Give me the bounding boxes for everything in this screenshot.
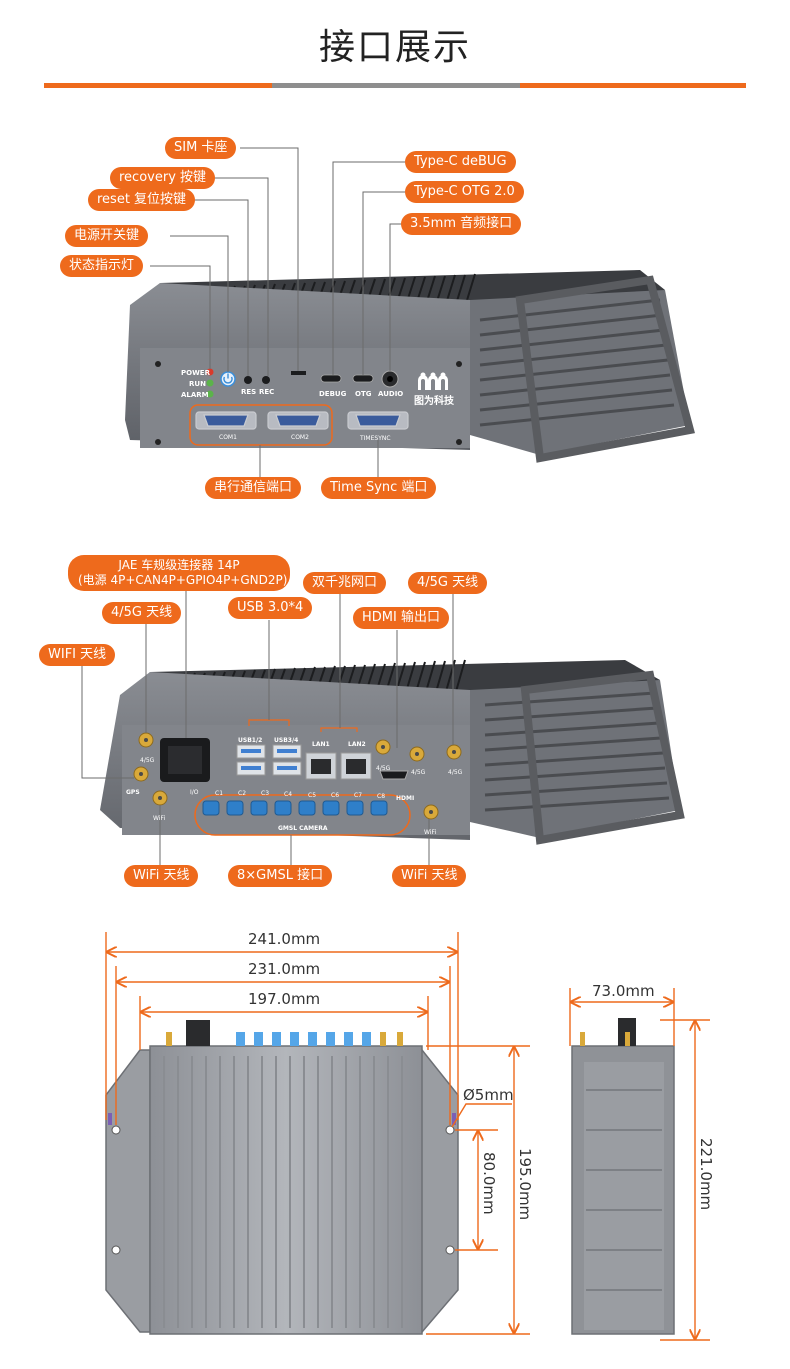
silk-4g-c: 4/5G — [448, 769, 463, 776]
label-wifi-antenna-right: WiFi 天线 — [392, 865, 467, 887]
label-timesync-port: Time Sync 端口 — [321, 477, 437, 499]
silk-c3: C3 — [261, 790, 269, 797]
silk-debug: DEBUG — [319, 390, 347, 398]
power-led — [206, 368, 214, 376]
silk-lan2: LAN2 — [348, 741, 366, 748]
silk-gmsl: GMSL CAMERA — [278, 825, 328, 832]
divider-right — [520, 83, 746, 88]
silk-wifi2: WiFi — [424, 829, 436, 836]
silk-alarm: ALARM — [181, 391, 209, 399]
label-recovery-button: recovery 按键 — [110, 167, 216, 189]
label-serial-ports: 串行通信端口 — [205, 477, 302, 499]
silk-gps: GPS — [126, 789, 140, 796]
label-status-leds: 状态指示灯 — [60, 255, 144, 277]
dim-hole: Ø5mm — [463, 1086, 514, 1104]
rear-view-illustration — [81, 586, 685, 865]
silk-com2: COM2 — [291, 434, 309, 441]
silk-usb12: USB1/2 — [238, 737, 262, 744]
silk-usb34: USB3/4 — [274, 737, 298, 744]
silk-4g-a: 4/5G — [376, 765, 391, 772]
silk-res: RES — [241, 388, 256, 396]
label-hdmi-output: HDMI 输出口 — [353, 607, 449, 629]
alarm-led — [206, 390, 214, 398]
dim-197: 197.0mm — [248, 990, 320, 1008]
label-sim-slot: SIM 卡座 — [165, 137, 237, 159]
silk-c8: C8 — [377, 793, 385, 800]
label-dual-lan: 双千兆网口 — [303, 572, 387, 594]
label-typec-debug: Type-C deBUG — [405, 151, 516, 173]
dim-195: 195.0mm — [516, 1148, 534, 1220]
silk-run: RUN — [189, 380, 206, 388]
label-4g-antenna-left: 4/5G 天线 — [102, 602, 182, 624]
label-audio-jack: 3.5mm 音频接口 — [401, 213, 522, 235]
label-power-button: 电源开关键 — [65, 225, 149, 247]
silk-c7: C7 — [354, 792, 362, 799]
silk-c4: C4 — [284, 791, 292, 798]
silk-wifi1: WiFi — [153, 815, 165, 822]
divider-mid — [272, 83, 520, 88]
silk-rec: REC — [259, 388, 274, 396]
silk-io: I/O — [190, 789, 199, 796]
front-view-illustration — [125, 147, 695, 477]
silk-otg: OTG — [355, 390, 372, 398]
silk-4g-left: 4/5G — [140, 757, 155, 764]
label-usb-ports: USB 3.0*4 — [228, 597, 313, 619]
divider-left — [44, 83, 272, 88]
silk-c5: C5 — [308, 792, 316, 799]
label-jae-line2: (电源 4P+CAN4P+GPIO4P+GND2P) — [78, 573, 288, 587]
label-typec-otg: Type-C OTG 2.0 — [405, 181, 524, 203]
silk-timesync: TIMESYNC — [359, 435, 391, 442]
silk-c2: C2 — [238, 790, 246, 797]
run-led — [206, 379, 214, 387]
silk-power: POWER — [181, 369, 211, 377]
silk-4g-b: 4/5G — [411, 769, 426, 776]
label-jae-line1: JAE 车规级连接器 14P — [118, 558, 240, 572]
dim-73: 73.0mm — [592, 982, 655, 1000]
label-jae-connector: JAE 车规级连接器 14P (电源 4P+CAN4P+GPIO4P+GND2P… — [68, 555, 290, 591]
silk-audio: AUDIO — [378, 390, 403, 398]
silk-c6: C6 — [331, 792, 339, 799]
label-4g-antenna-right: 4/5G 天线 — [408, 572, 488, 594]
silk-c1: C1 — [215, 790, 223, 797]
label-wifi-antenna-left: WiFi 天线 — [124, 865, 199, 887]
dim-231: 231.0mm — [248, 960, 320, 978]
page-title: 接口展示 — [318, 27, 471, 68]
label-reset-button: reset 复位按键 — [88, 189, 196, 211]
silk-hdmi: HDMI — [396, 795, 414, 802]
label-wifi-antenna-top: WIFI 天线 — [39, 644, 116, 666]
label-gmsl-ports: 8×GMSL 接口 — [228, 865, 333, 887]
silk-lan1: LAN1 — [312, 741, 330, 748]
dim-241: 241.0mm — [248, 930, 320, 948]
rear-silk-text: USB1/2 USB3/4 LAN1 LAN2 4/5G 4/5G 4/5G 4… — [126, 737, 463, 836]
silk-brand: 图为科技 — [414, 394, 455, 407]
silk-com1: COM1 — [219, 434, 237, 441]
dim-221: 221.0mm — [697, 1138, 715, 1210]
dim-80: 80.0mm — [480, 1152, 498, 1215]
front-silk-text: POWER RUN ALARM RES REC DEBUG OTG AUDIO … — [181, 369, 455, 442]
